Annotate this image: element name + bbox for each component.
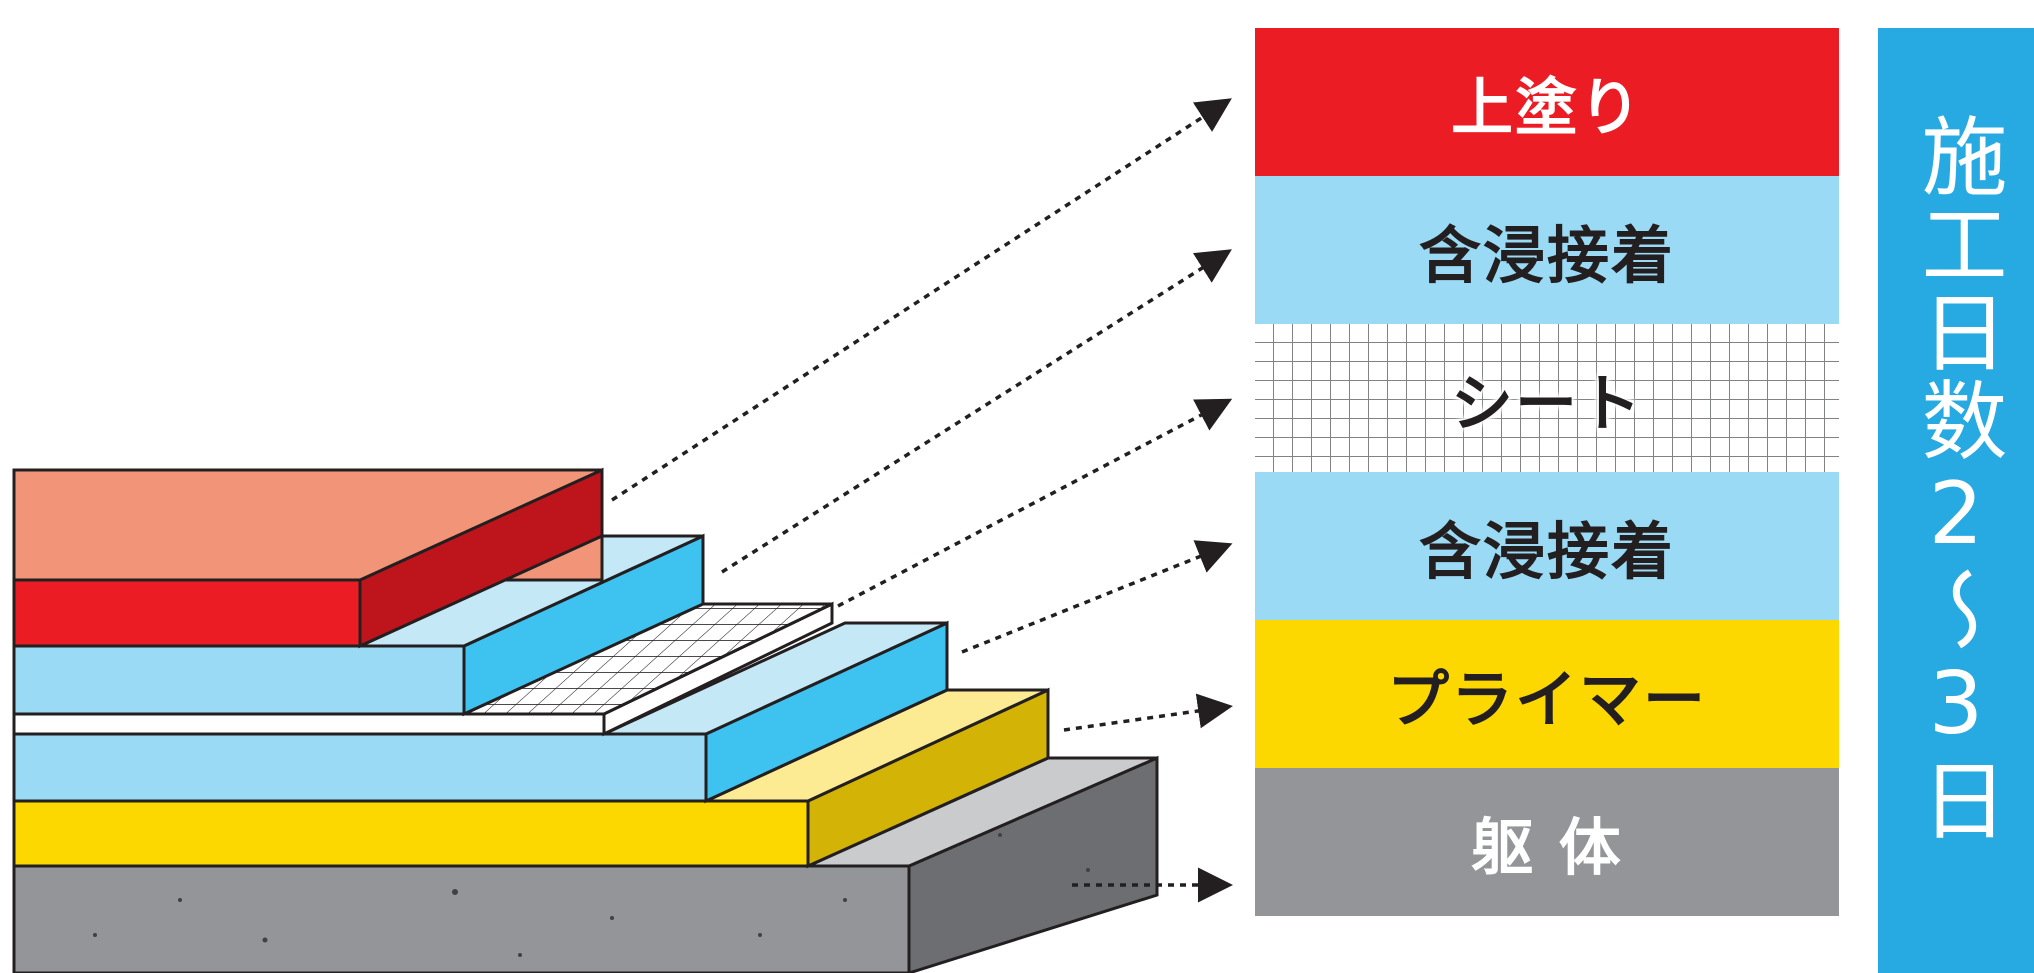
legend-block-adhesive-1 [1255,176,1839,324]
concrete-speckles [93,833,1090,957]
adhesive-1-block [12,533,705,717]
legend-block-topcoat [1255,28,1839,176]
arrow-adhesive-2 [961,540,1233,654]
arrow-topcoat [611,98,1232,502]
substrate-block [12,755,1159,973]
legend-label-topcoat: 上塗り [1450,71,1643,144]
primer-front-face [12,799,810,868]
legend-block-sheet [1255,324,1839,472]
duration-text: 施工日数2〜3日 [1906,112,2006,844]
arrow-primer [1063,693,1233,732]
legend-block-substrate [1255,768,1839,916]
primer-block [12,687,1050,869]
topcoat-block [12,467,604,649]
duration-panel: 施工日数2〜3日 [1878,28,2034,973]
adhesive-2-top-strip [603,621,948,736]
adhesive-2-front-face [12,732,708,803]
legend-label-sheet: シート [1450,367,1643,440]
sheet-front-face [12,712,606,736]
adhesive-2-block [12,620,949,804]
legend-column [1255,28,1839,916]
topcoat-front-face [12,578,362,648]
substrate-front-face [12,864,911,973]
arrow-adhesive-1 [721,249,1232,574]
legend-label-adhesive-1: 含浸接着 [1418,219,1675,292]
adhesive-1-front-face [12,644,466,716]
legend-label-substrate: 躯 体 [1471,811,1623,884]
legend-block-primer [1255,620,1839,768]
legend-label-primer: プライマー [1386,663,1707,736]
legend-label-adhesive-2: 含浸接着 [1418,515,1675,588]
topcoat-side-face [358,467,604,649]
leader-arrows [611,98,1233,903]
legend-block-adhesive-2 [1255,472,1839,620]
arrow-sheet [837,398,1233,608]
sheet-block [12,601,834,737]
